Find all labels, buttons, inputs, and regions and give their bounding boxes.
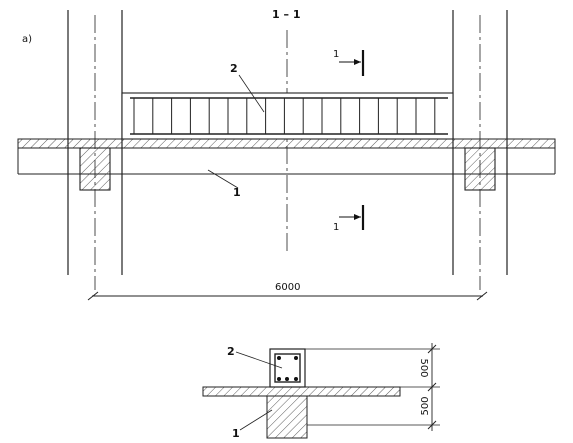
- section-mark-top: 1: [333, 49, 365, 76]
- beam-stirrups: [133, 98, 436, 134]
- section-mark-top-label: 1: [333, 49, 339, 60]
- callout-2: 2: [230, 62, 265, 113]
- section-dim-upper: 500: [418, 358, 429, 377]
- section-mark-bottom-label: 1: [333, 222, 339, 233]
- section-dim-lower: 500: [420, 396, 431, 415]
- upper-beam: [121, 92, 454, 140]
- section-mark-bottom: 1: [333, 205, 365, 233]
- section-callout-1: 1: [232, 427, 240, 440]
- section-view: 500 500 2 1: [202, 343, 440, 440]
- slab-strip: [17, 138, 556, 149]
- section-callout-2: 2: [227, 345, 235, 358]
- figure-label: a): [22, 34, 32, 45]
- left-crossbeam: [79, 147, 111, 191]
- svg-text:1: 1: [233, 186, 241, 199]
- right-crossbeam: [464, 147, 496, 191]
- section-title: 1 – 1: [272, 8, 300, 21]
- svg-text:2: 2: [230, 62, 238, 75]
- span-dimension: 6000: [87, 282, 488, 301]
- span-dimension-value: 6000: [275, 282, 300, 293]
- callout-1: 1: [207, 169, 241, 199]
